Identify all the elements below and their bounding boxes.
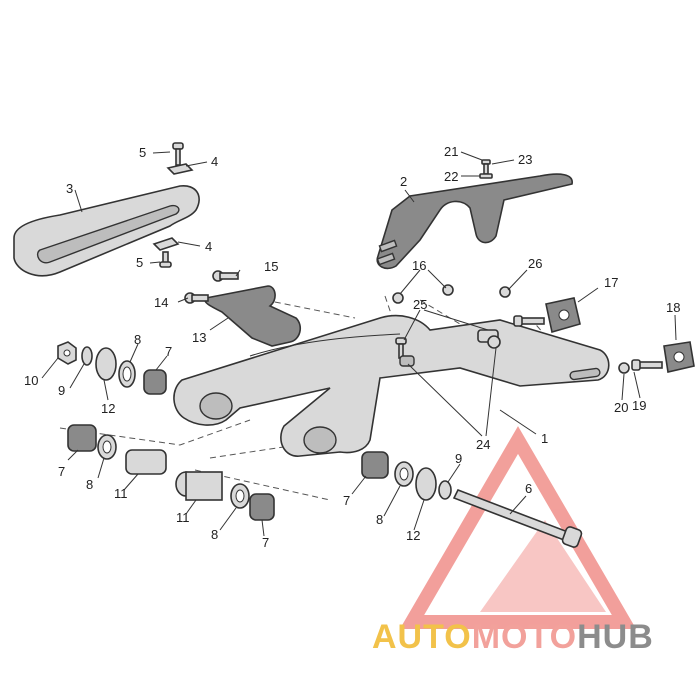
callout-3: 3 (66, 181, 73, 196)
callout-26: 26 (528, 256, 542, 271)
callout-4-top: 4 (211, 154, 218, 169)
nuts-part-16-26 (392, 284, 511, 304)
adjuster-block-part-18 (618, 341, 695, 374)
callout-5-top: 5 (139, 145, 146, 160)
callout-22: 22 (444, 169, 458, 184)
callout-7-left: 7 (165, 344, 172, 359)
callout-11-mid: 11 (176, 510, 190, 525)
callout-8-lower-mid: 8 (211, 527, 218, 542)
callout-4-bottom: 4 (205, 239, 212, 254)
callout-20: 20 (614, 400, 628, 415)
callout-21: 21 (444, 144, 458, 159)
callout-9-left: 9 (58, 383, 65, 398)
callout-15: 15 (264, 259, 278, 274)
callout-7-lower-left: 7 (58, 464, 65, 479)
callout-8-right: 8 (376, 512, 383, 527)
callout-12-right: 12 (406, 528, 420, 543)
callout-6: 6 (525, 481, 532, 496)
callout-8-lower-left: 8 (86, 477, 93, 492)
watermark-triangle-inner (480, 520, 606, 612)
callout-13: 13 (192, 330, 206, 345)
watermark-logo (399, 426, 637, 629)
callout-16: 16 (412, 258, 426, 273)
callout-23: 23 (518, 152, 532, 167)
callout-10: 10 (24, 373, 38, 388)
callout-14: 14 (154, 295, 168, 310)
slider-fasteners (152, 142, 194, 268)
watermark-text: AUTOMOTOHUB (372, 618, 654, 656)
watermark-hub: HUB (577, 618, 654, 656)
callout-7-right: 7 (343, 493, 350, 508)
callout-2: 2 (400, 174, 407, 189)
callout-18: 18 (666, 300, 680, 315)
fittings-part-24-25 (395, 329, 501, 367)
callout-24: 24 (476, 437, 490, 452)
callout-9-right: 9 (455, 451, 462, 466)
callout-8-left: 8 (134, 332, 141, 347)
swingarm-part-1 (173, 314, 610, 457)
callout-17: 17 (604, 275, 618, 290)
leader-lines (41, 151, 677, 537)
right-pivot-stack (361, 451, 583, 548)
lower-left-stack (67, 424, 275, 521)
callout-11-left: 11 (114, 486, 128, 501)
adjuster-block-part-17 (513, 297, 581, 334)
callout-12-left: 12 (101, 401, 115, 416)
chain-slider-part-3 (13, 185, 200, 277)
watermark-auto: AUTO (372, 618, 472, 656)
callout-1: 1 (541, 431, 548, 446)
chain-guide-bracket-part-13 (184, 270, 302, 347)
callout-7-lower-mid: 7 (262, 535, 269, 550)
callout-5-bottom: 5 (136, 255, 143, 270)
callout-labels: 1 2 3 4 4 5 5 6 7 7 7 7 8 8 8 8 9 9 10 1… (24, 144, 680, 550)
watermark-moto: MOTO (472, 618, 577, 656)
callout-25: 25 (413, 297, 427, 312)
left-pivot-stack (57, 341, 167, 395)
callout-19: 19 (632, 398, 646, 413)
